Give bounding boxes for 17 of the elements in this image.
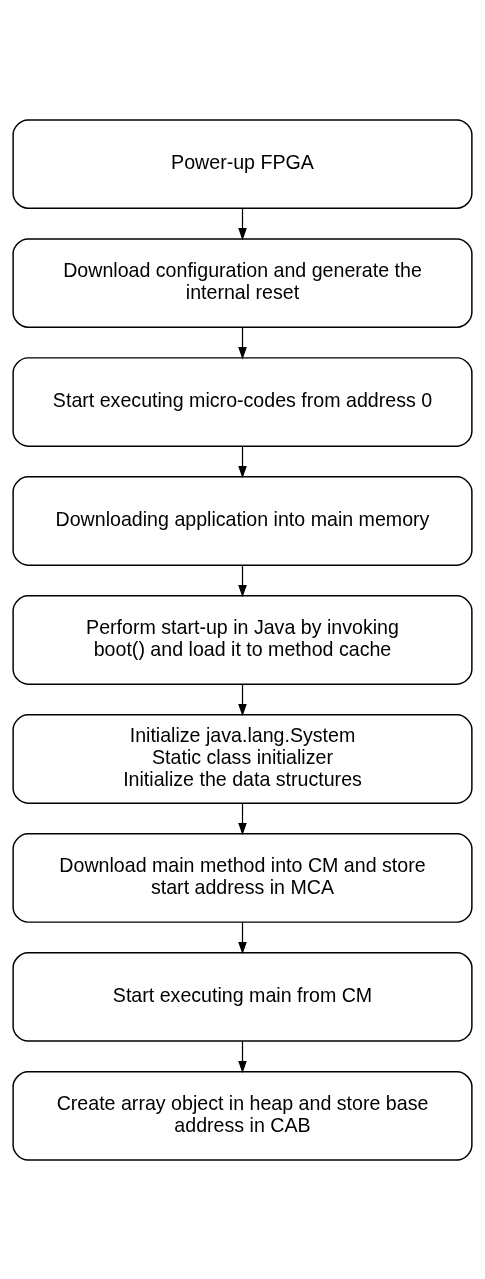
arrow xyxy=(238,445,247,478)
node-box: Initialize java.lang.System Static class initializer Initialize the data structures xyxy=(12,713,473,804)
arrow xyxy=(238,1040,247,1073)
arrow xyxy=(238,802,247,835)
node-box: Downloading application into main memory xyxy=(12,475,473,566)
node-box: Start executing micro-codes from address 0 xyxy=(12,356,473,447)
arrow xyxy=(238,207,247,240)
node-box: Perform start-up in Java by invoking boot() and load it to method cache xyxy=(12,594,473,685)
arrow xyxy=(238,326,247,359)
arrow xyxy=(238,564,247,597)
node-box: Download configuration and generate the internal reset xyxy=(12,237,473,328)
arrow xyxy=(238,921,247,954)
arrow xyxy=(238,683,247,716)
node-box: Download main method into CM and store start address in MCA xyxy=(12,832,473,923)
node-box: Create array object in heap and store base address in CAB xyxy=(12,1070,473,1161)
node-box: Power-up FPGA xyxy=(12,118,473,209)
node-box: Start executing main from CM xyxy=(12,951,473,1042)
